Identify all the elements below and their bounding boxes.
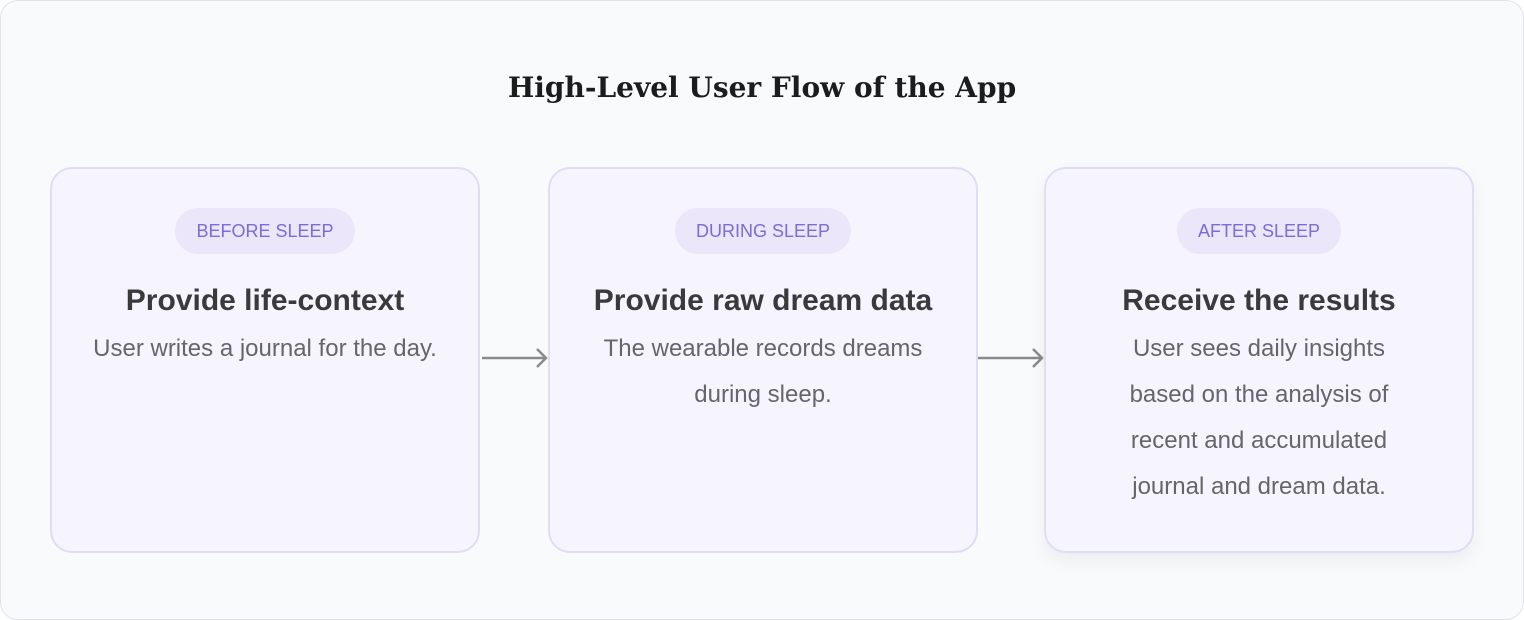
step-badge: BEFORE SLEEP: [175, 208, 355, 254]
arrow-right-icon: [978, 348, 1044, 368]
step-badge: DURING SLEEP: [674, 208, 852, 254]
step-card-during-sleep: DURING SLEEP Provide raw dream data The …: [548, 167, 978, 553]
step-heading: Receive the results: [1122, 284, 1396, 317]
step-description: User writes a journal for the day.: [93, 335, 437, 362]
arrow-right-icon: [482, 348, 548, 368]
step-badge: AFTER SLEEP: [1176, 208, 1342, 254]
step-card-before-sleep: BEFORE SLEEP Provide life-context User w…: [50, 167, 480, 553]
step-heading: Provide life-context: [125, 284, 405, 317]
step-description: The wearable records dreams during sleep…: [603, 335, 923, 408]
step-description: User sees daily insights based on the an…: [1129, 335, 1389, 500]
step-heading: Provide raw dream data: [593, 284, 933, 317]
diagram-title: High-Level User Flow of the App: [507, 71, 1017, 104]
step-card-after-sleep: AFTER SLEEP Receive the results User see…: [1044, 167, 1474, 553]
